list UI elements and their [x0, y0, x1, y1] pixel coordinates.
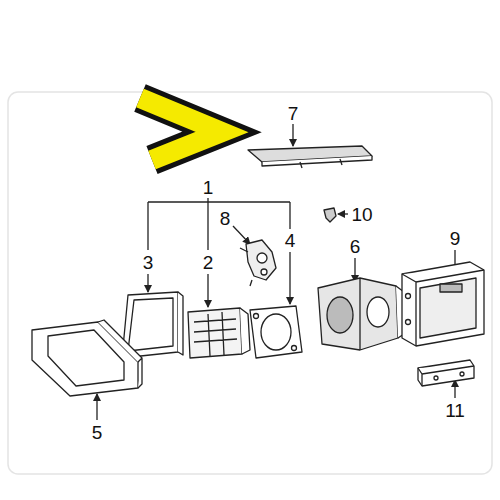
- headlamp: [188, 308, 250, 358]
- callout-number: 10: [351, 205, 372, 224]
- headlamp-frame: [32, 320, 142, 396]
- clip: [324, 208, 336, 222]
- bracket: [418, 360, 474, 386]
- callout-number: 11: [445, 401, 465, 420]
- adjuster: [240, 240, 276, 286]
- callout-number: 4: [285, 231, 296, 250]
- lamp-housing: [318, 278, 404, 350]
- callout-number: 3: [143, 253, 154, 272]
- callout-number: 6: [350, 237, 361, 256]
- leader-lines: [97, 124, 455, 420]
- highlight-arrow: [140, 98, 222, 160]
- mounting-ring: [250, 306, 302, 358]
- frame: [8, 92, 492, 474]
- cover-plate: [248, 146, 372, 168]
- mounting-box: [402, 262, 484, 346]
- callout-number: 2: [203, 253, 214, 272]
- callout-number: 5: [92, 423, 103, 442]
- callout-number: 8: [220, 209, 231, 228]
- callout-number: 1: [203, 178, 214, 197]
- callout-number: 7: [288, 104, 299, 123]
- callout-number: 9: [450, 229, 461, 248]
